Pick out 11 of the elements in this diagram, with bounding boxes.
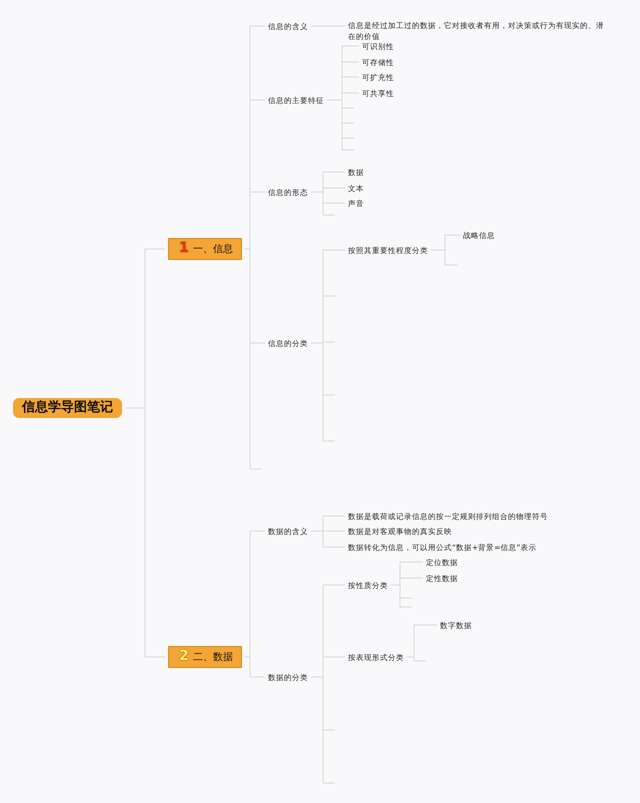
connector <box>310 250 346 344</box>
connector <box>430 234 460 250</box>
connector <box>406 624 438 658</box>
topic-number: 1 <box>179 240 189 256</box>
topic-number: 2 <box>179 648 189 664</box>
topic-title: 一、信息 <box>192 244 233 255</box>
topic-box <box>168 238 242 260</box>
connector <box>244 656 266 678</box>
topic-title: 二、数据 <box>192 652 233 663</box>
root-topic: 信息学导图笔记 <box>13 398 122 418</box>
topic-box <box>168 646 242 668</box>
